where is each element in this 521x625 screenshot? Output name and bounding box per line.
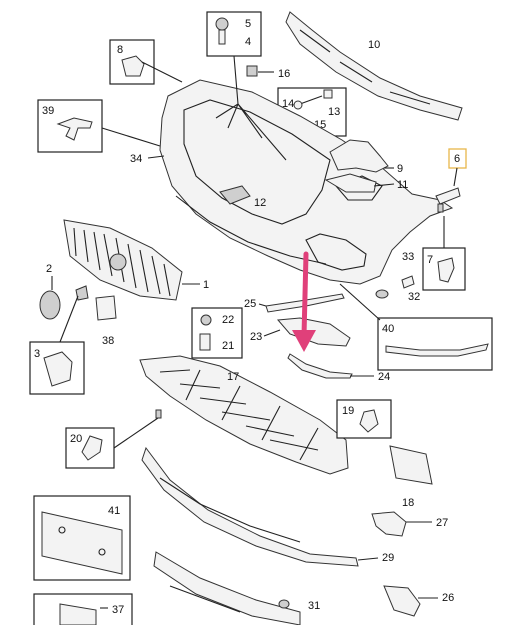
part-5-4-box[interactable]	[206, 11, 262, 57]
callout-29[interactable]: 29	[382, 552, 394, 564]
callout-26[interactable]: 26	[442, 592, 454, 604]
part-7-box[interactable]	[422, 247, 466, 291]
callout-39[interactable]: 39	[42, 105, 54, 117]
part-2-emblem	[39, 290, 61, 320]
leader-lines-fasteners	[215, 55, 287, 161]
callout-13[interactable]: 13	[328, 106, 340, 118]
part-11-bracket	[324, 173, 377, 193]
leader-line-8	[141, 61, 183, 83]
callout-33[interactable]: 33	[402, 251, 414, 263]
callout-3[interactable]: 3	[34, 348, 40, 360]
part-8-box[interactable]	[109, 39, 155, 85]
part-16-clip	[246, 65, 258, 77]
part-12-sensor	[219, 185, 251, 205]
part-37-box[interactable]	[33, 593, 133, 625]
part-3-box[interactable]	[29, 341, 85, 395]
part-29-lower-spoiler	[141, 446, 359, 567]
part-32-clip	[375, 289, 389, 299]
callout-32[interactable]: 32	[408, 291, 420, 303]
part-20-bolt	[155, 409, 162, 419]
callout-34[interactable]: 34	[130, 153, 142, 165]
callout-24[interactable]: 24	[378, 371, 390, 383]
callout-18[interactable]: 18	[402, 497, 414, 509]
callout-7[interactable]: 7	[427, 254, 433, 266]
part-22-21-box[interactable]	[191, 307, 243, 359]
part-24-trim	[287, 353, 353, 379]
callout-10[interactable]: 10	[368, 39, 380, 51]
callout-25[interactable]: 25	[244, 298, 256, 310]
callout-31[interactable]: 31	[308, 600, 320, 612]
callout-1[interactable]: 1	[203, 279, 209, 291]
part-6-bracket	[435, 187, 461, 213]
callout-16[interactable]: 16	[278, 68, 290, 80]
callout-23[interactable]: 23	[250, 331, 262, 343]
callout-21[interactable]: 21	[222, 340, 234, 352]
callout-12[interactable]: 12	[254, 197, 266, 209]
callout-9[interactable]: 9	[397, 163, 403, 175]
part-31-clip	[278, 599, 290, 609]
callout-37[interactable]: 37	[112, 604, 124, 616]
callout-40[interactable]: 40	[382, 323, 394, 335]
part-41-box[interactable]	[33, 495, 131, 581]
callout-20[interactable]: 20	[70, 433, 82, 445]
part-20-box[interactable]	[65, 427, 115, 469]
part-18-panel	[389, 445, 433, 485]
part-17-lower-absorber	[139, 355, 349, 475]
callout-41[interactable]: 41	[108, 505, 120, 517]
part-38-plate	[95, 295, 117, 321]
callout-14[interactable]: 14	[282, 98, 294, 110]
part-27-bracket	[371, 511, 407, 537]
callout-38[interactable]: 38	[102, 335, 114, 347]
part-1-grille	[63, 219, 183, 301]
highlight-arrow	[292, 251, 316, 352]
callout-17[interactable]: 17	[227, 371, 239, 383]
part-19-box[interactable]	[336, 399, 392, 439]
callout-6[interactable]: 6	[454, 153, 460, 165]
part-26-bracket	[383, 585, 421, 617]
callout-4[interactable]: 4	[245, 36, 251, 48]
part-39-box[interactable]	[37, 99, 103, 153]
callout-19[interactable]: 19	[342, 405, 354, 417]
callout-6-highlight-box	[448, 148, 467, 169]
callout-5[interactable]: 5	[245, 18, 251, 30]
part-9-bracket	[329, 139, 389, 173]
lower-grille-strip	[153, 551, 301, 625]
callout-22[interactable]: 22	[222, 314, 234, 326]
part-10-upper-reinforcement	[285, 11, 463, 121]
callout-8[interactable]: 8	[117, 44, 123, 56]
callout-2[interactable]: 2	[46, 263, 52, 275]
part-40-box[interactable]	[377, 317, 493, 371]
callout-11[interactable]: 11	[397, 179, 408, 191]
part-34-bumper-cover	[159, 79, 454, 285]
callout-27[interactable]: 27	[436, 517, 448, 529]
